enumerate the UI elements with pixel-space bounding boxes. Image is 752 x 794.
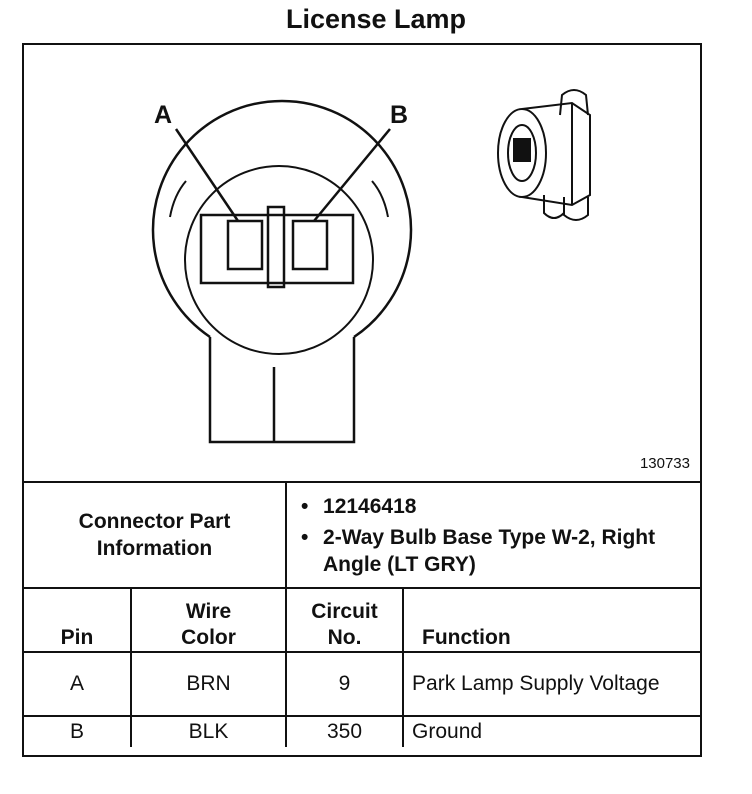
col-circuit-no: Circuit No. [285,587,405,653]
function-cell: Park Lamp Supply Voltage [402,651,701,717]
connector-figure: A B 130733 [24,45,700,481]
page-title: License Lamp [285,4,467,34]
wire-color-cell: BLK [129,715,288,747]
circuit-cell: 9 [285,651,405,717]
terminal-b [291,219,329,271]
part-number: 12146418 [295,493,692,520]
leader-a [174,128,240,222]
center-key [266,205,286,289]
col-pin: Pin [24,587,132,653]
socket-body [151,99,413,339]
col-function: Function [402,587,701,653]
pin-a-label: A [154,101,172,129]
socket-side-view [497,89,591,221]
terminal-a [226,219,264,271]
function-cell: Ground [402,715,701,747]
pin-cell: A [24,651,132,717]
wire-boot [208,337,356,444]
connector-info-details: 12146418 2-Way Bulb Base Type W-2, Right… [285,481,701,589]
circuit-cell: 350 [285,715,405,747]
connector-info-table: Connector Part Information 12146418 2-Wa… [24,481,701,747]
pin-table-header: Pin Wire Color Circuit No. Function [24,587,701,653]
connector-info-row: Connector Part Information 12146418 2-Wa… [24,481,701,589]
table-row: B BLK 350 Ground [24,715,701,747]
connector-frame: A B 130733 Connector Part Information 12… [22,43,702,757]
wire-color-cell: BRN [129,651,288,717]
connector-shroud [199,213,355,285]
col-wire-color: Wire Color [129,587,288,653]
connector-drawing: A B [151,89,591,444]
socket-inner-ring [184,165,374,355]
pin-cell: B [24,715,132,747]
pin-b-label: B [390,101,408,129]
figure-number: 130733 [639,455,690,472]
leader-b [313,128,391,222]
table-row: A BRN 9 Park Lamp Supply Voltage [24,651,701,717]
part-description: 2-Way Bulb Base Type W-2, Right Angle (L… [295,524,692,578]
connector-info-header: Connector Part Information [24,481,288,589]
